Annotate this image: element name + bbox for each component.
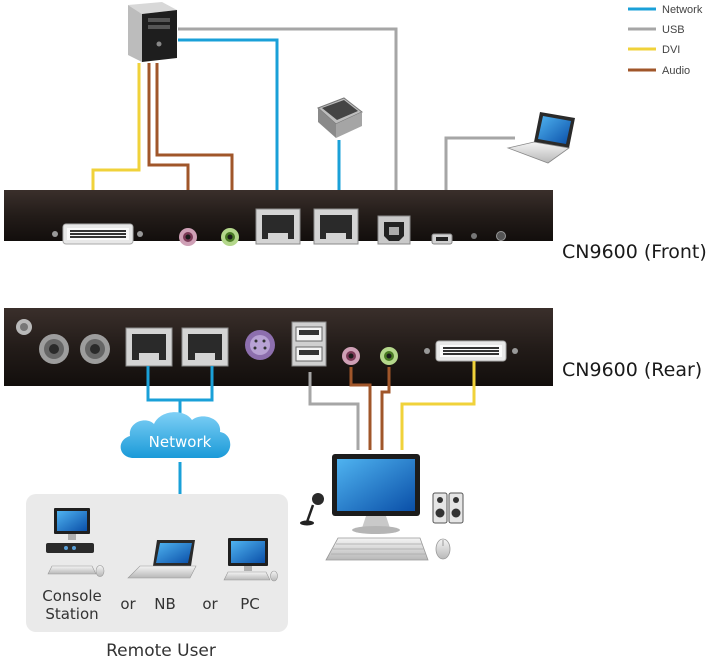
audio-jack-green-front bbox=[221, 228, 239, 246]
legend-network-label: Network bbox=[662, 4, 703, 16]
audio-jack-pink-rear bbox=[342, 347, 360, 365]
speakers-icon bbox=[432, 492, 464, 524]
ground-screw bbox=[16, 319, 32, 335]
usb-cable-front bbox=[178, 27, 398, 208]
ps2-port-rear bbox=[245, 330, 275, 360]
rj45-port-front-1 bbox=[255, 208, 301, 245]
mini-usb-port-front bbox=[431, 233, 453, 245]
or-label-2: or bbox=[202, 595, 218, 613]
cloud-label: Network bbox=[149, 433, 212, 451]
rj45-port-front-2 bbox=[313, 208, 359, 245]
computer-tower-icon bbox=[128, 2, 177, 62]
audio-jack-pink-front bbox=[179, 228, 197, 246]
audio-cable-rear-1 bbox=[349, 367, 372, 450]
nb-label: NB bbox=[154, 595, 176, 613]
power-connector-1 bbox=[39, 334, 69, 364]
pc-label: PC bbox=[240, 595, 260, 613]
audio-cable-front-2 bbox=[155, 63, 234, 198]
rear-cables bbox=[146, 361, 476, 494]
laptop-icon bbox=[506, 112, 575, 164]
dvi-port-front bbox=[52, 223, 143, 245]
usb-a-ports-rear bbox=[291, 321, 327, 367]
audio-cable-front-1 bbox=[147, 63, 190, 198]
remote-user-label: Remote User bbox=[106, 641, 216, 658]
rear-unit-label: CN9600 (Rear) bbox=[562, 359, 702, 381]
dvi-cable-rear bbox=[400, 361, 476, 450]
legend-dvi-label: DVI bbox=[662, 44, 680, 56]
console-label-line2: Station bbox=[45, 605, 98, 623]
or-label-1: or bbox=[120, 595, 136, 613]
reset-button-front bbox=[496, 231, 506, 241]
front-cables bbox=[91, 27, 515, 228]
pc-icon bbox=[223, 538, 278, 582]
power-connector-2 bbox=[80, 334, 110, 364]
remote-user-panel: Console Station or NB or PC bbox=[26, 494, 288, 632]
audio-cable-rear-2 bbox=[380, 367, 391, 450]
console-station-icon bbox=[46, 508, 105, 577]
network-cable-front bbox=[178, 38, 279, 205]
cloud-icon bbox=[120, 412, 231, 458]
keyboard-icon bbox=[325, 537, 429, 561]
touch-panel-icon bbox=[317, 97, 363, 138]
dvi-cable-front bbox=[91, 63, 141, 210]
console-label-line1: Console bbox=[42, 587, 102, 605]
cn9600-front-unit bbox=[4, 190, 553, 246]
front-unit-label: CN9600 (Front) bbox=[562, 241, 707, 263]
cn9600-rear-unit bbox=[4, 308, 553, 386]
usb-cable-rear bbox=[308, 372, 360, 450]
legend: Network USB DVI Audio bbox=[628, 4, 703, 77]
usb-b-port-front bbox=[377, 215, 411, 245]
rj45-port-rear-2 bbox=[181, 327, 229, 367]
microphone-icon bbox=[300, 493, 324, 526]
audio-jack-green-rear bbox=[380, 347, 398, 365]
dvi-port-rear bbox=[424, 340, 518, 362]
monitor-icon bbox=[332, 454, 420, 534]
mouse-icon bbox=[435, 538, 451, 560]
legend-usb-label: USB bbox=[662, 24, 685, 36]
legend-audio-label: Audio bbox=[662, 65, 690, 77]
led-indicator-front bbox=[471, 233, 477, 239]
notebook-icon bbox=[127, 540, 197, 579]
rj45-port-rear-1 bbox=[125, 327, 173, 367]
